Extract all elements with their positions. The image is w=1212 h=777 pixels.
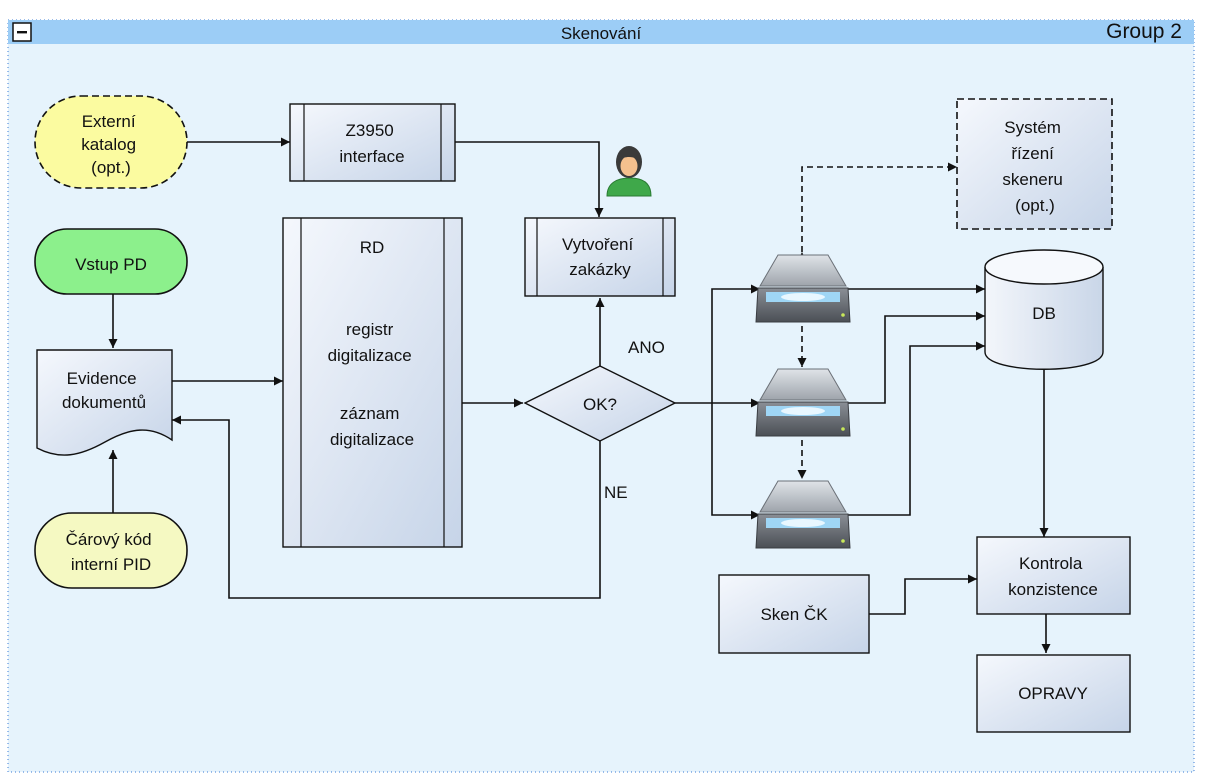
node-rd[interactable]: RD registr digitalizace záznam digitaliz… (282, 217, 463, 548)
node-ok-decision[interactable]: OK? (523, 365, 677, 442)
svg-text:Z3950 interface: Z3950 interface (339, 121, 404, 166)
node-vytvoreni-zakazky[interactable]: Vytvoření zakázky (524, 217, 676, 297)
node-kontrola-konzistence[interactable]: Kontrola konzistence (976, 536, 1131, 615)
dashed-edges (797, 162, 957, 479)
rd-title: RD (360, 238, 385, 257)
collapse-button[interactable] (12, 22, 32, 42)
node-carovy-kod[interactable]: Čárový kód interní PID (34, 512, 188, 589)
system-line-2: řízení (1011, 144, 1054, 163)
node-evidence-dokumentu[interactable]: Evidence dokumentů (36, 349, 173, 456)
edge-scanner3-db (848, 341, 985, 516)
edge-scanner2-db (848, 311, 985, 404)
group-name: Group 2 (1106, 20, 1182, 43)
ok-label: OK? (583, 395, 617, 414)
db-label: DB (1032, 304, 1056, 323)
rd-line-2: digitalizace (328, 346, 412, 365)
katalog-line-2: katalog (81, 135, 136, 154)
edge-skenck-kontrola (869, 574, 977, 615)
svg-text:registr digitalizace: registr digitalizace záznam digitalizace (328, 320, 417, 449)
node-opravy[interactable]: OPRAVY (976, 654, 1131, 733)
z3950-line-1: Z3950 (346, 121, 394, 140)
node-sken-ck[interactable]: Sken ČK (718, 574, 870, 654)
node-db[interactable]: DB (984, 249, 1104, 370)
node-system-rizeni-skeneru[interactable]: Systém řízení skeneru (opt.) (956, 98, 1113, 230)
edge-system-scanner1 (797, 162, 957, 261)
rd-line-4: záznam (340, 404, 400, 423)
katalog-line-3: (opt.) (91, 158, 131, 177)
edge-ok-scanner1 (711, 284, 760, 403)
system-line-4: (opt.) (1015, 196, 1055, 215)
svg-text:Kontrola konzistence: Kontrola konzistence (1008, 554, 1098, 599)
svg-text:Čárový kód interní PID: Čárový kód interní PID (66, 530, 157, 574)
opravy-label: OPRAVY (1018, 684, 1088, 703)
vstup-pd-label: Vstup PD (75, 255, 147, 274)
kontrola-line-1: Kontrola (1019, 554, 1083, 573)
scanner-3[interactable] (755, 480, 851, 549)
z3950-line-2: interface (339, 147, 404, 166)
edges (108, 137, 1051, 653)
edge-z3950-vytvoreni (455, 141, 604, 217)
group-title: Skenování (561, 24, 642, 43)
svg-text:Vytvoření zakázky: Vytvoření zakázky (562, 235, 638, 279)
group-header (8, 20, 1194, 44)
node-z3950-interface[interactable]: Z3950 interface (289, 103, 456, 182)
rd-line-5: digitalizace (330, 430, 414, 449)
kontrola-line-2: konzistence (1008, 580, 1098, 599)
vytvoreni-line-2: zakázky (569, 260, 631, 279)
node-externi-katalog[interactable]: Externí katalog (opt.) (34, 95, 188, 189)
scanner-2[interactable] (755, 368, 851, 437)
edge-ok-evidence (172, 415, 601, 599)
svg-text:Systém řízení sken: Systém řízení skeneru (opt.) (1002, 118, 1067, 215)
scanner-1[interactable] (755, 254, 851, 323)
carovy-line-2: interní PID (71, 555, 151, 574)
label-ne: NE (604, 483, 628, 502)
vytvoreni-line-1: Vytvoření (562, 235, 633, 254)
svg-text:Externí katalog (o: Externí katalog (opt.) (81, 112, 141, 177)
edge-ok-scanner3 (711, 403, 760, 520)
evidence-line-2: dokumentů (62, 393, 146, 412)
system-line-1: Systém (1004, 118, 1061, 137)
sken-ck-label: Sken ČK (760, 605, 828, 624)
svg-text:Evidence dokumentů: Evidence dokumentů (62, 369, 146, 412)
carovy-line-1: Čárový kód (66, 530, 152, 549)
rd-line-1: registr (346, 320, 394, 339)
system-line-3: skeneru (1002, 170, 1062, 189)
user-icon (606, 146, 652, 197)
katalog-line-1: Externí (82, 112, 136, 131)
evidence-line-1: Evidence (67, 369, 137, 388)
label-ano: ANO (628, 338, 665, 357)
node-vstup-pd[interactable]: Vstup PD (34, 228, 188, 295)
